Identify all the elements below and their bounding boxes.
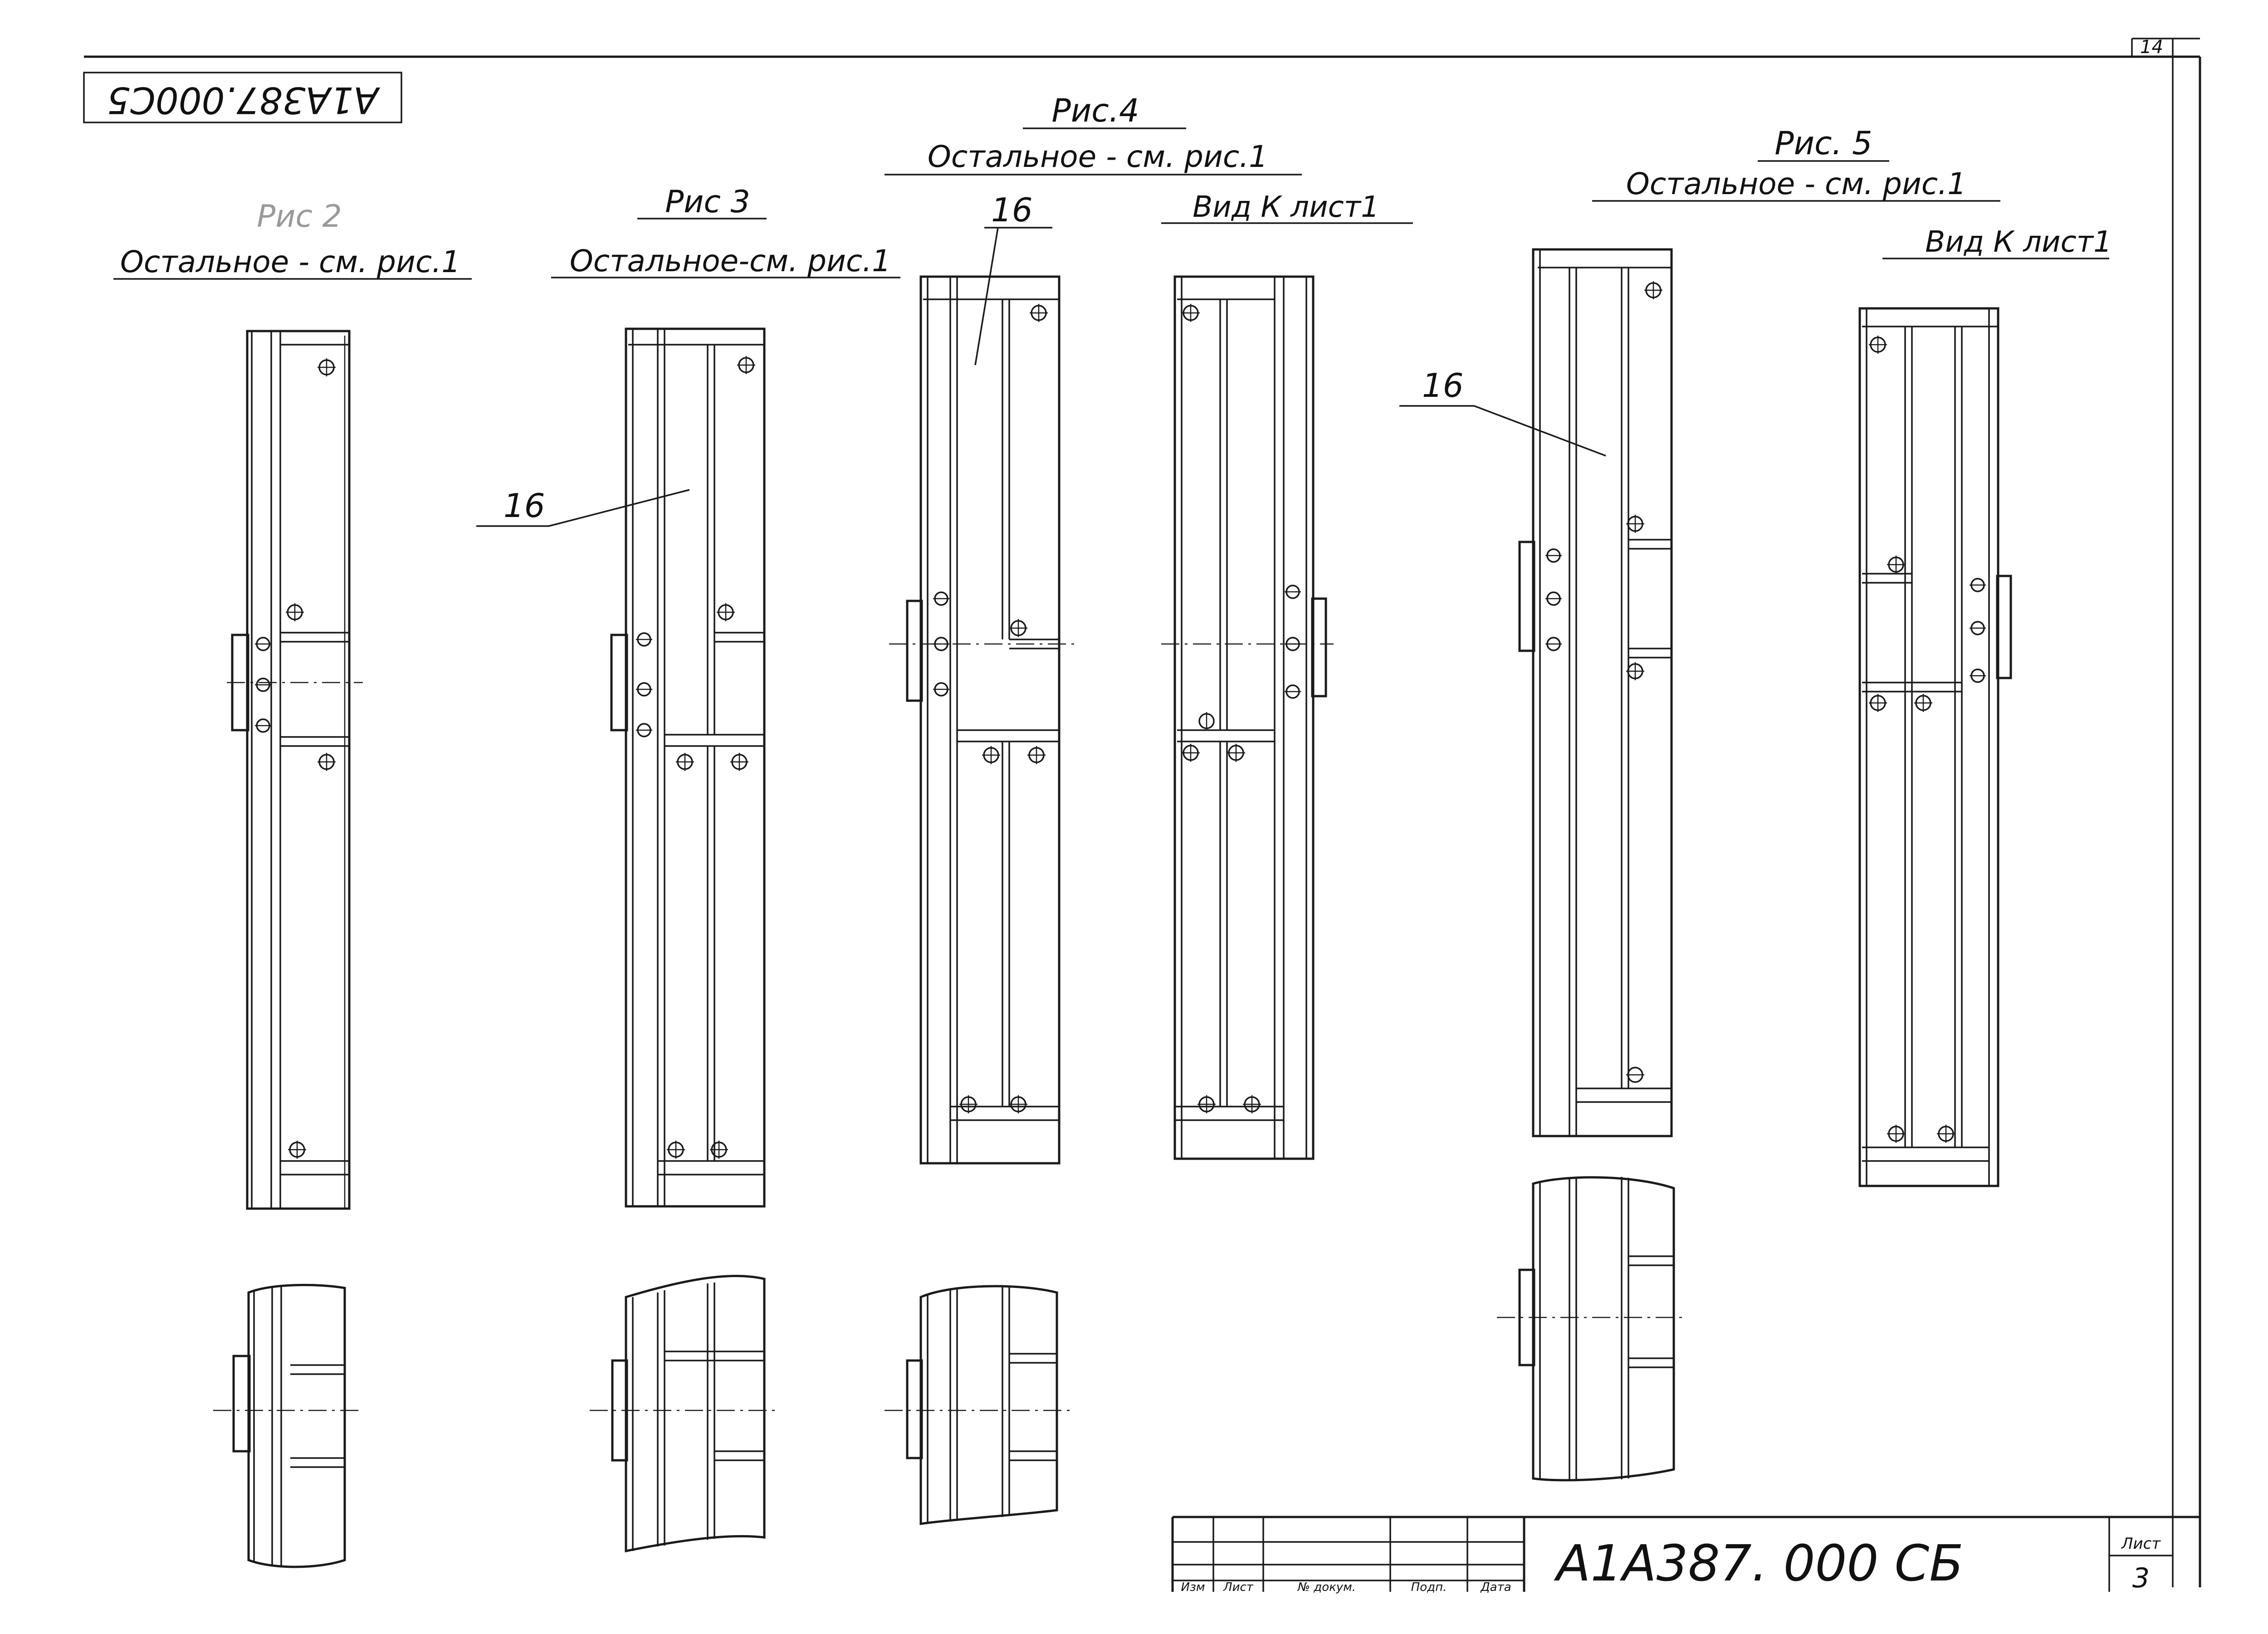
- svg-text:16: 16: [991, 191, 1033, 229]
- fig3-title: Рис 3: [665, 184, 750, 220]
- title-col-sign: Подп.: [1411, 1580, 1447, 1594]
- detail-fig3: [590, 1275, 780, 1553]
- drawing-designation: А1А387. 000 СБ: [1554, 1534, 1964, 1592]
- fig4-view-label: Вид К лист1: [1193, 190, 1379, 224]
- sheet-frame: [84, 38, 2201, 1587]
- fig4-title: Рис.4: [1052, 92, 1139, 129]
- callout-fig4: 16: [974, 191, 1052, 366]
- fig5-subtitle: Остальное - см. рис.1: [1626, 166, 1966, 201]
- svg-text:16: 16: [503, 487, 545, 525]
- title-col-izm: Изм: [1181, 1580, 1205, 1594]
- sheet-label: Лист: [2121, 1535, 2161, 1553]
- fig2-elevation: [227, 330, 363, 1210]
- figure-captions: Рис 2 Остальное - см. рис.1 Рис 3 Осталь…: [113, 92, 2112, 280]
- fig3-subtitle: Остальное-см. рис.1: [570, 244, 891, 278]
- top-stamp: А1А387.000С5: [83, 72, 402, 123]
- fig2-title: Рис 2: [257, 199, 342, 234]
- detail-fig5: [1497, 1176, 1687, 1482]
- fig4-elevation: [889, 275, 1080, 1165]
- fig4-subtitle: Остальное - см. рис.1: [928, 139, 1268, 174]
- title-block: [1171, 1516, 2200, 1592]
- callout-fig5: 16: [1399, 366, 1606, 457]
- fig5-view-k: [1858, 307, 2012, 1187]
- sheet-number: 3: [2132, 1562, 2150, 1594]
- detail-fig2: [213, 1283, 358, 1568]
- fig2-subtitle: Остальное - см. рис.1: [120, 244, 460, 279]
- sheet-corner-number: 14: [2140, 37, 2163, 58]
- fig4-view-k: [1161, 275, 1334, 1160]
- title-col-date: Дата: [1480, 1580, 1511, 1594]
- title-col-list: Лист: [1223, 1580, 1254, 1594]
- callout-fig3: 16: [476, 487, 690, 527]
- detail-fig4: [885, 1285, 1070, 1525]
- title-col-doc: № докум.: [1297, 1580, 1356, 1594]
- top-stamp-text: А1А387.000С5: [107, 79, 381, 121]
- fig5-title: Рис. 5: [1774, 125, 1872, 162]
- svg-text:16: 16: [1422, 366, 1464, 405]
- fig3-elevation: [610, 327, 766, 1208]
- fig5-view-label: Вид К лист1: [1925, 225, 2112, 259]
- fig5-elevation: [1518, 248, 1673, 1137]
